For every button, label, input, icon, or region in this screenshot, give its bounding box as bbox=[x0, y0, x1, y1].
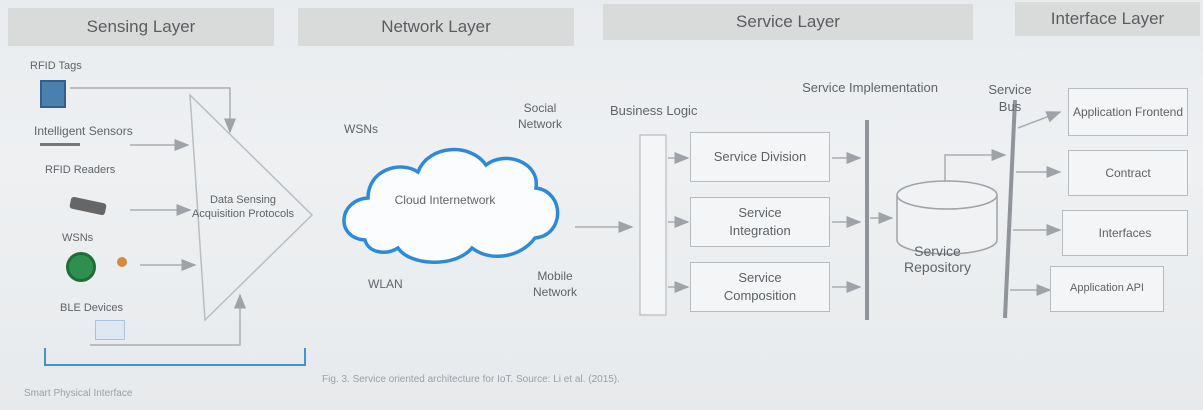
figure-caption: Fig. 3. Service oriented architecture fo… bbox=[322, 374, 620, 385]
service-integration-label: Service Integration bbox=[729, 204, 791, 238]
wlan-label: WLAN bbox=[368, 277, 403, 291]
service-layer-label: Service Layer bbox=[736, 12, 840, 31]
protocols-triangle bbox=[189, 93, 314, 322]
service-division-label: Service Division bbox=[713, 148, 807, 164]
service-composition-box: Service Composition bbox=[690, 262, 830, 312]
mobile-network-label: Mobile Network bbox=[532, 269, 577, 300]
sensing-bracket bbox=[44, 348, 306, 366]
service-bus-label: Service Bus bbox=[988, 82, 1032, 114]
cloud-shape bbox=[342, 148, 560, 264]
wsn-node-icon bbox=[66, 252, 96, 282]
service-composition-label: Service Composition bbox=[723, 269, 797, 303]
ble-device-icon bbox=[95, 320, 125, 340]
network-layer-label: Network Layer bbox=[381, 17, 491, 36]
social-network-label: Social Network bbox=[517, 101, 562, 132]
sensor-icon bbox=[40, 143, 80, 146]
application-api-label: Application API bbox=[1070, 282, 1144, 295]
sensing-footer-label: Smart Physical Interface bbox=[24, 388, 133, 399]
service-implementation-label: Service Implementation bbox=[802, 80, 938, 95]
cloud-label: Cloud Internetwork bbox=[394, 193, 496, 207]
contract-label: Contract bbox=[1105, 165, 1151, 180]
wsns-sensing-label: WSNs bbox=[62, 232, 94, 244]
protocols-label: Data Sensing Acquisition Protocols bbox=[191, 194, 295, 221]
interfaces-box: Interfaces bbox=[1062, 210, 1188, 256]
sensing-layer-header: Sensing Layer bbox=[8, 8, 274, 46]
service-repository-label: Service Repository bbox=[904, 243, 971, 276]
service-division-box: Service Division bbox=[690, 132, 830, 182]
business-logic-bar bbox=[639, 134, 667, 316]
application-frontend-label: Application Frontend bbox=[1072, 104, 1184, 119]
repository-cylinder bbox=[896, 180, 998, 255]
intelligent-sensors-label: Intelligent Sensors bbox=[34, 124, 133, 138]
ble-devices-label: BLE Devices bbox=[60, 302, 123, 314]
rfid-tag-icon bbox=[40, 80, 66, 108]
network-layer-header: Network Layer bbox=[298, 8, 574, 46]
service-layer-header: Service Layer bbox=[603, 4, 973, 40]
sensing-layer-label: Sensing Layer bbox=[86, 17, 196, 36]
wsns-network-label: WSNs bbox=[344, 122, 378, 136]
service-integration-box: Service Integration bbox=[690, 197, 830, 247]
interface-layer-label: Interface Layer bbox=[1050, 9, 1165, 28]
rfid-tags-label: RFID Tags bbox=[30, 60, 82, 72]
interfaces-label: Interfaces bbox=[1098, 225, 1152, 240]
contract-box: Contract bbox=[1068, 150, 1188, 196]
application-api-box: Application API bbox=[1050, 266, 1164, 312]
wsn-dot-icon bbox=[117, 257, 127, 267]
application-frontend-box: Application Frontend bbox=[1068, 88, 1188, 136]
sensing-arrows bbox=[70, 87, 246, 346]
business-logic-label: Business Logic bbox=[610, 103, 698, 118]
rfid-readers-label: RFID Readers bbox=[45, 164, 116, 176]
interface-layer-header: Interface Layer bbox=[1015, 2, 1200, 36]
